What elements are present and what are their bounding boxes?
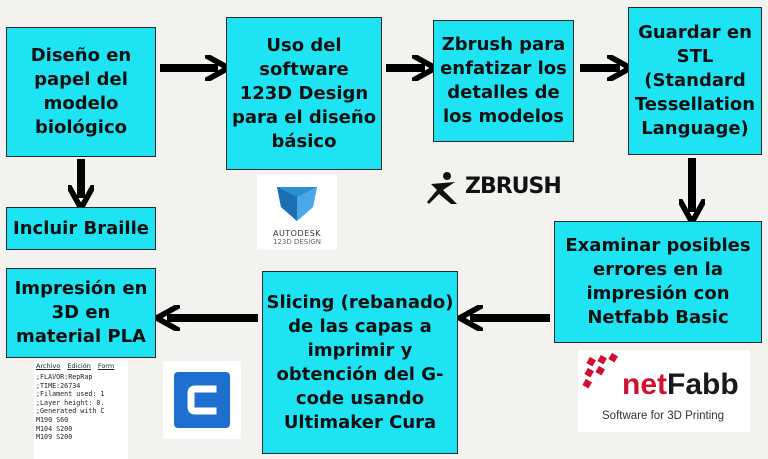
gcode-menu-bar: Archivo Edición Form [36,362,121,370]
netfabb-tagline: Software for 3D Printing [602,410,725,422]
gcode-preview: Archivo Edición Form ;FLAVOR:RepRap;TIME:2… [34,360,128,459]
step-design-paper: Diseño en papel del modelo biológico [6,27,156,157]
gcode-line: ;Generated with C [36,407,105,416]
step-netfabb-check: Examinar posibles errores en la impresió… [554,221,762,343]
gcode-line: M104 S200 [36,424,73,433]
menu-formato: Form [97,362,115,370]
step-3d-print: Impresión en 3D en material PLA [6,268,156,358]
autodesk-123d-icon [277,187,317,221]
gcode-line: ;Layer height: 0. [36,398,105,407]
menu-edicion: Edición [67,362,91,370]
step-save-stl: Guardar en STL (Standard Tessellation La… [628,7,762,155]
autodesk-123d-logo: AUTODESK 123D DESIGN [257,175,337,250]
zbrush-figure-icon [427,172,457,204]
autodesk-product-caption: 123D DESIGN [273,238,321,246]
netfabb-grid-icon [582,352,618,389]
gcode-line: ;TIME:26734 [36,381,81,390]
step-123d-design: Uso del software 123D Design para el dis… [226,17,382,170]
gcode-line: ;Filament used: 1 [36,390,105,399]
gcode-line: M109 S200 [36,433,73,442]
step-zbrush: Zbrush para enfatizar los detalles de lo… [433,20,574,142]
gcode-line: ;FLAVOR:RepRap [36,373,93,381]
netfabb-logo: netFabb Software for 3D Printing [578,350,750,432]
cura-c-icon [174,372,230,428]
zbrush-wordmark: ZBRUSH [465,174,562,199]
cura-logo [163,361,241,439]
zbrush-logo: ZBRUSH [425,168,580,208]
autodesk-caption: AUTODESK [272,229,322,238]
step-braille: Incluir Braille [6,207,156,250]
gcode-line: M190 S60 [36,415,69,424]
gcode-text: ;FLAVOR:RepRap;TIME:26734;Filament used:… [36,373,104,442]
netfabb-wordmark: netFabb [622,368,739,401]
menu-archivo: Archivo [36,362,61,370]
step-slicing-cura: Slicing (rebanado) de las capas a imprim… [262,271,458,454]
